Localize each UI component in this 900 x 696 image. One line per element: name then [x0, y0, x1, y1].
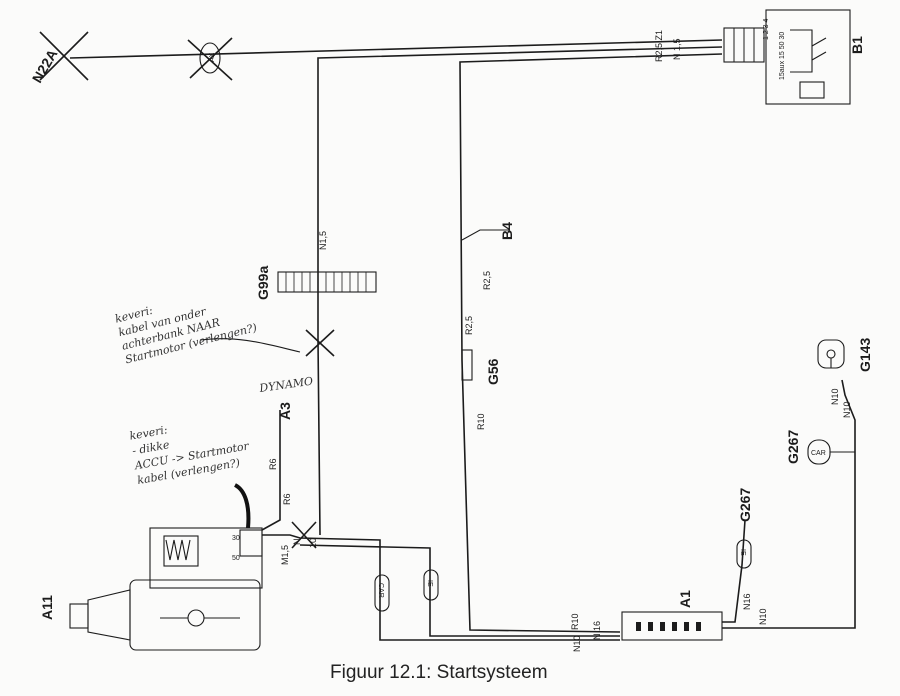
wire-starter-a1-ie — [299, 544, 620, 637]
wire-label-n16: N16 — [742, 593, 752, 610]
fuse-g56: G56 — [461, 349, 501, 385]
wire-label-r25-z1: R2,5 Z1 — [654, 30, 664, 62]
cross-mark-g99a-wire — [305, 329, 335, 357]
connector-ie-1: IE — [423, 569, 439, 601]
cross-mark-starter-wire — [291, 521, 317, 549]
connector-g99a: G99a — [255, 266, 377, 300]
label-g267-left: G267 — [785, 430, 801, 464]
starter-motor-a11: 30 50 A11 — [39, 527, 263, 651]
svg-text:15aux 15 50 30: 15aux 15 50 30 — [779, 32, 786, 80]
battery-cable — [233, 483, 251, 529]
wire-label-n15-mid: N1,5 — [318, 231, 328, 250]
wire-starter-a1-car — [262, 534, 620, 641]
wire-b4 — [461, 229, 510, 241]
wire-label-n10-a1: N10 — [572, 635, 582, 652]
wire-b1-g56-a1 — [459, 53, 723, 633]
label-g143: G143 — [857, 338, 873, 372]
wire-label-r25-g56: R2,5 — [464, 316, 474, 335]
wire-label-n10-right: N10 — [758, 608, 768, 625]
wire-label-n-16: N 16 — [592, 621, 602, 640]
label-g56: G56 — [485, 358, 501, 385]
svg-text:AX: AX — [209, 52, 216, 62]
label-a3: A3 — [277, 402, 293, 420]
figure-caption: Figuur 12.1: Startsysteem — [330, 662, 548, 683]
label-a1: A1 — [677, 590, 693, 608]
connector-ax: AX — [199, 42, 221, 74]
label-b4: B4 — [499, 222, 515, 240]
note-pointer-line — [199, 338, 301, 353]
svg-text:IE: IE — [739, 549, 746, 556]
label-b1: B1 — [849, 36, 865, 54]
handwritten-note-battery-cable: keveri: - dikke ACCU -> Startmotor kabel… — [128, 423, 250, 487]
connector-a1: A1 — [621, 590, 723, 641]
wire-label-n10-short: N10 — [842, 401, 852, 418]
svg-text:CAR: CAR — [811, 450, 826, 457]
wire-label-n10-g143: N10 — [830, 388, 840, 405]
wire-b1-g99a — [317, 46, 723, 536]
svg-text:30: 30 — [232, 535, 240, 542]
svg-text:IE: IE — [426, 580, 433, 587]
wire-n22a-b1 — [69, 39, 723, 59]
svg-text:50: 50 — [232, 555, 240, 562]
wire-a1-g143 — [722, 379, 856, 629]
connector-car-1: CAR — [374, 574, 390, 612]
wire-label-pin-10: 10 — [308, 538, 318, 548]
wire-label-m15: M1,5 — [280, 545, 290, 565]
wire-label-r10-a1: R10 — [570, 613, 580, 630]
wire-a1-g267 — [722, 519, 746, 623]
connector-ie-2: IE — [736, 539, 752, 569]
ignition-switch-b1: 1 2 3 4 15aux 15 50 30 B1 — [723, 9, 865, 105]
label-g99a: G99a — [255, 266, 271, 300]
wire-label-r6-a: R6 — [268, 458, 278, 470]
svg-text:CAR: CAR — [377, 583, 384, 598]
connector-car-2: CAR — [807, 439, 831, 465]
cross-mark-n22a — [39, 31, 89, 81]
wire-a3-starter — [261, 410, 281, 531]
ground-g143: G143 — [817, 338, 873, 372]
label-a11: A11 — [39, 595, 55, 620]
wire-label-n15-top: N 1,5 — [672, 38, 682, 60]
cross-mark-ax — [187, 37, 233, 81]
wire-label-n-x: N — [292, 539, 302, 546]
label-g267-top: G267 — [737, 488, 753, 522]
label-n22a: N22A — [29, 46, 61, 85]
wire-label-r6-b: R6 — [282, 493, 292, 505]
svg-text:1 2 3 4: 1 2 3 4 — [763, 18, 770, 40]
wire-label-r10-left: R10 — [476, 413, 486, 430]
handwritten-note-rear-cable: keveri: kabel van onder achterbank NAAR … — [114, 304, 259, 367]
wire-label-r25-b4: R2,5 — [482, 271, 492, 290]
handwritten-dynamo: DYNAMO — [258, 375, 314, 396]
